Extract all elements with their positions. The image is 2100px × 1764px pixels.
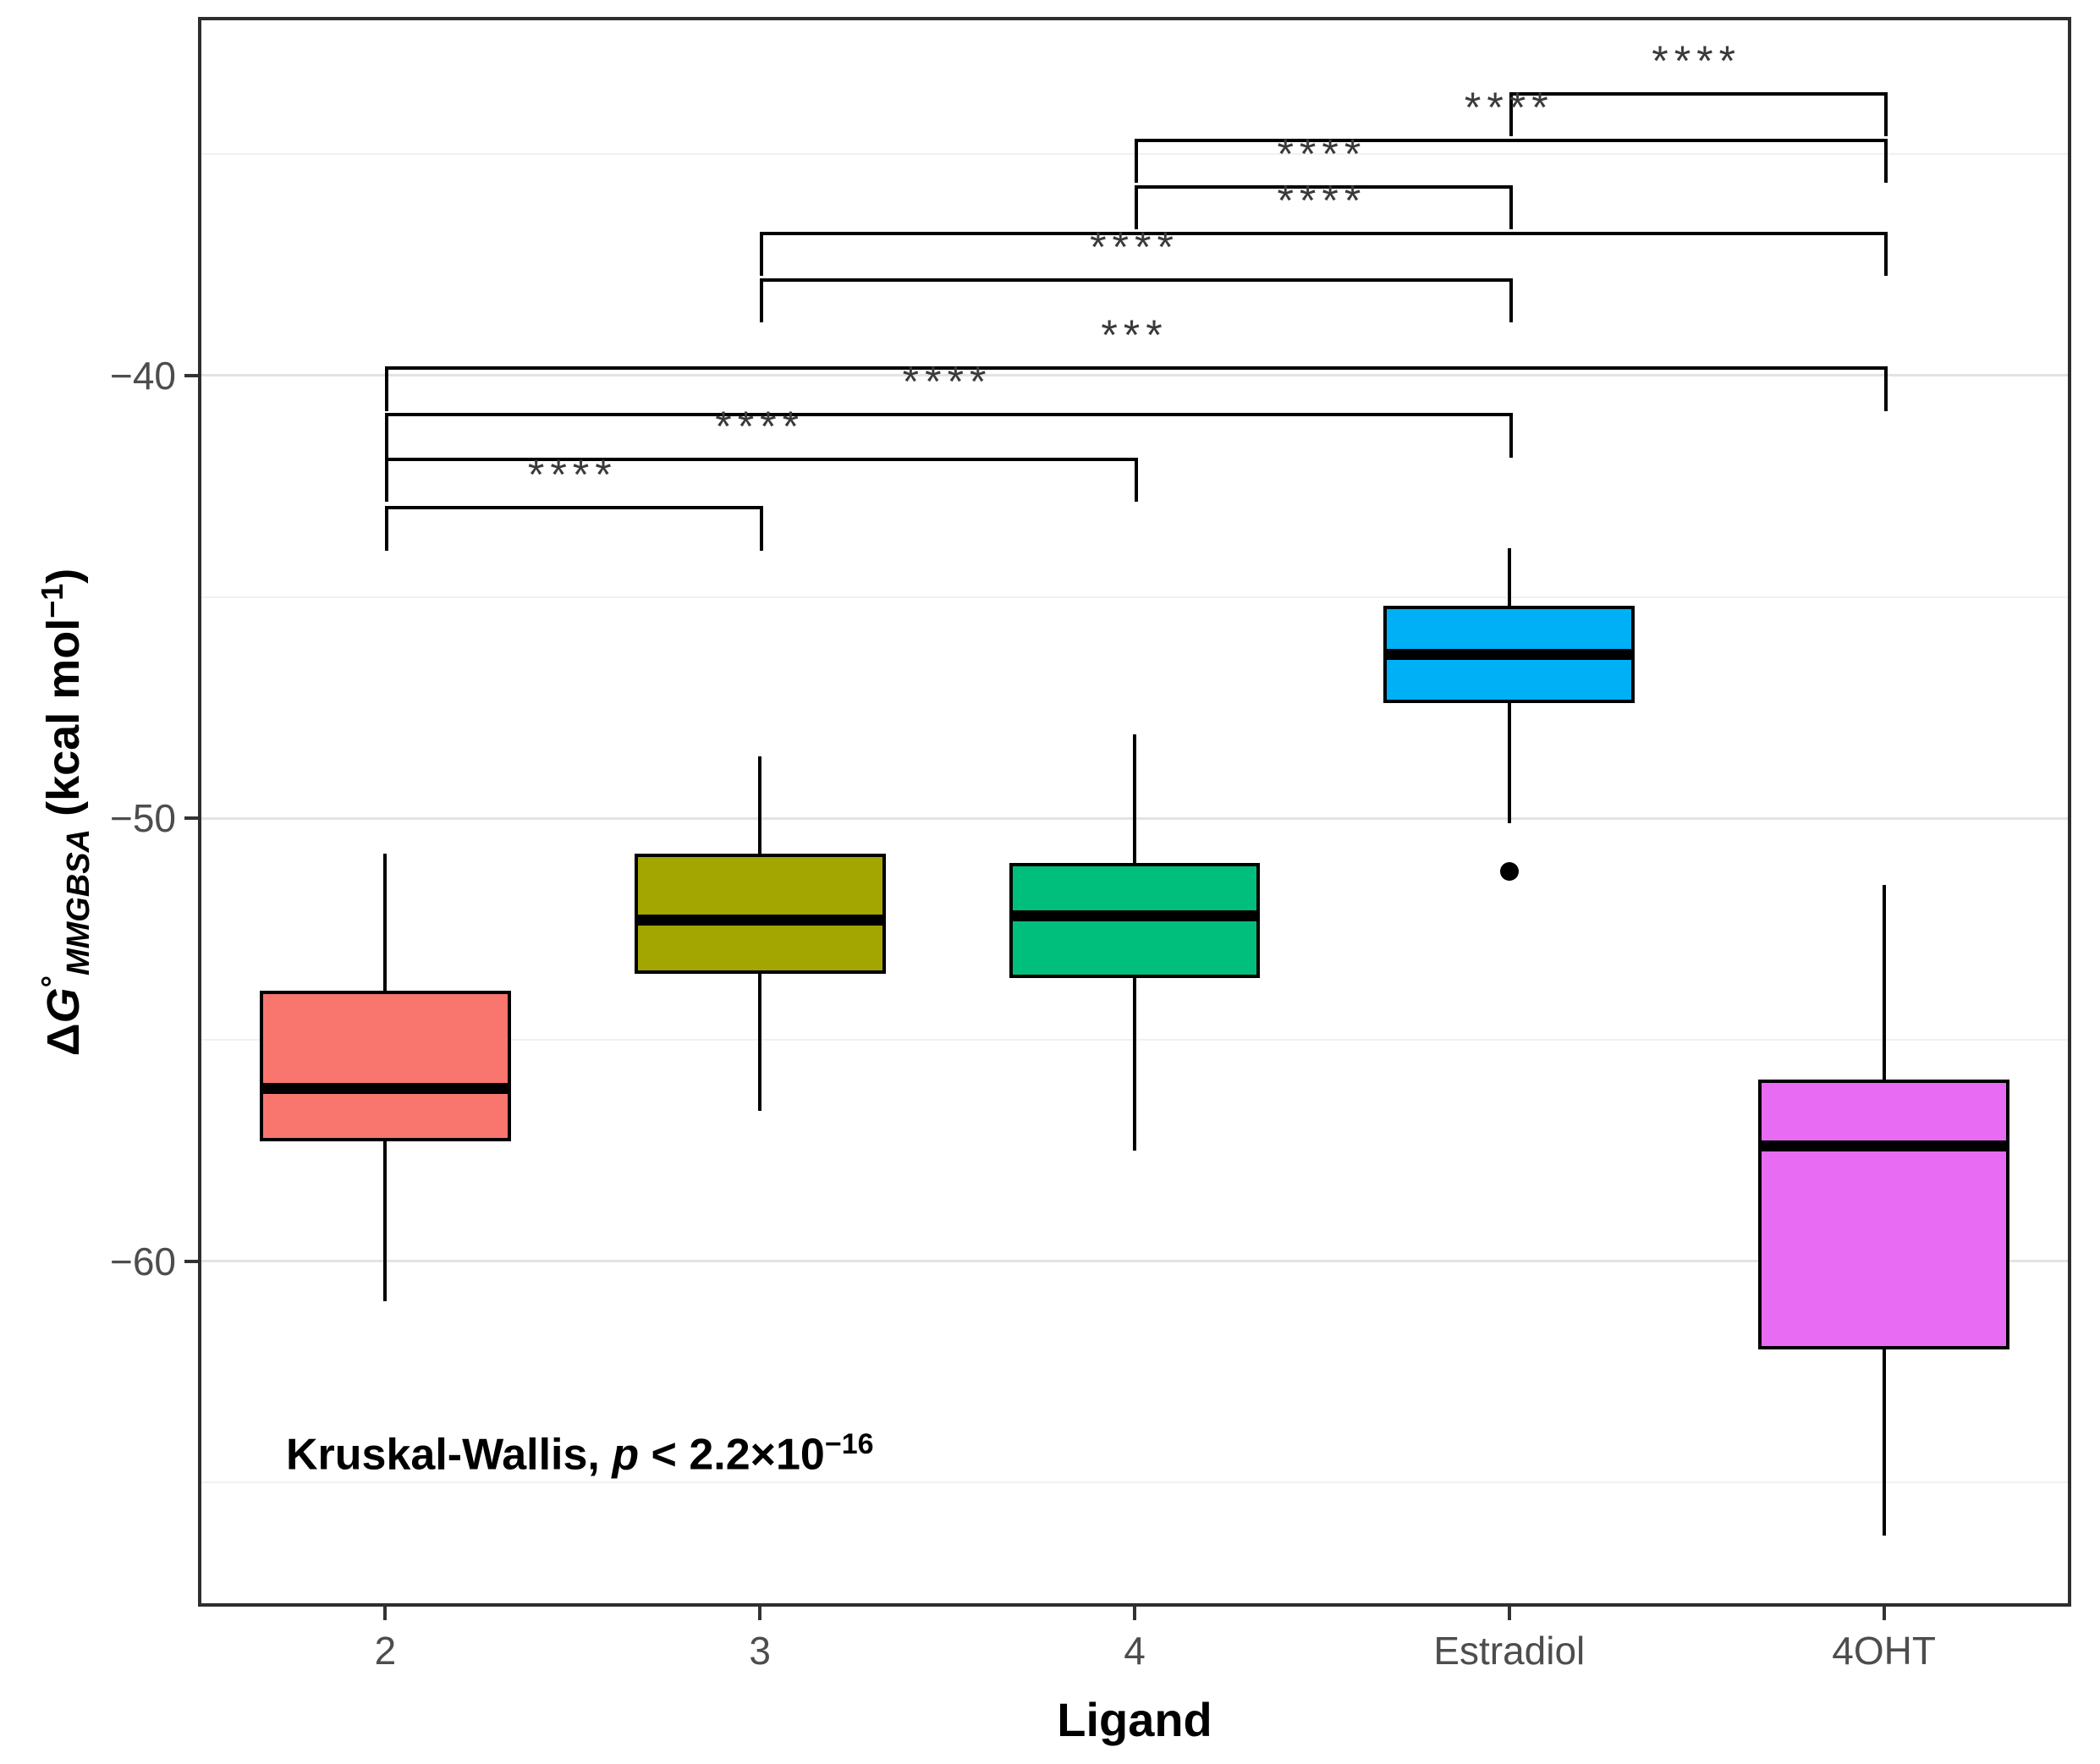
- y-axis-title-unit-close: ): [38, 568, 90, 584]
- sig-bracket-tip-right: [1509, 413, 1513, 458]
- sig-bracket-tip-left: [760, 278, 764, 323]
- sig-bracket-tip-right: [1883, 231, 1888, 277]
- kruskal-wallis-annotation: Kruskal-Wallis, p < 2.2×10−16: [286, 1428, 874, 1480]
- y-tick-label: −50: [109, 796, 176, 841]
- x-tick-label-4OHT: 4OHT: [1832, 1629, 1936, 1673]
- sig-bracket-tip-left: [385, 366, 389, 411]
- gridline-minor: [198, 1481, 2071, 1484]
- sig-bracket-tip-left: [1135, 138, 1138, 184]
- x-axis-title: Ligand: [1057, 1693, 1212, 1746]
- sig-bracket-line: [385, 413, 1513, 417]
- sig-bracket-tip-right: [1509, 184, 1513, 230]
- x-tick-label-2: 2: [374, 1629, 397, 1673]
- sig-label: ****: [1090, 223, 1179, 271]
- sig-label: ****: [715, 402, 805, 450]
- box-4OHT: [1758, 1080, 2009, 1350]
- y-axis-title-unit-exp: −1: [35, 583, 70, 618]
- median-Estradiol: [1387, 649, 1632, 661]
- kruskal-p: p: [612, 1430, 640, 1480]
- sig-bracket-line: [1135, 184, 1513, 189]
- sig-bracket-tip-right: [1883, 366, 1888, 411]
- sig-bracket-tip-left: [1509, 91, 1513, 137]
- sig-bracket-tip-left: [760, 231, 764, 277]
- sig-label: ****: [1277, 129, 1367, 178]
- kruskal-times-ten: ×10: [750, 1430, 825, 1480]
- gridline-major: [198, 374, 2071, 377]
- x-tick: [758, 1607, 762, 1620]
- sig-bracket-tip-right: [1135, 457, 1138, 503]
- sig-label: ****: [902, 358, 992, 406]
- sig-label: ****: [1652, 36, 1742, 85]
- median-4: [1012, 909, 1257, 921]
- sig-bracket-line: [760, 278, 1513, 282]
- sig-bracket-line: [760, 231, 1888, 235]
- sig-bracket-tip-right: [760, 506, 764, 551]
- sig-bracket-tip-right: [1883, 138, 1888, 184]
- sig-bracket-line: [385, 506, 764, 510]
- sig-bracket-line: [385, 366, 1888, 371]
- sig-bracket-tip-right: [1883, 91, 1888, 137]
- sig-label: ***: [1101, 311, 1168, 360]
- y-tick: [184, 816, 198, 821]
- kruskal-exponent: −16: [824, 1428, 874, 1460]
- x-tick: [1882, 1607, 1886, 1620]
- x-tick-label-Estradiol: Estradiol: [1433, 1629, 1586, 1673]
- x-tick: [1507, 1607, 1511, 1620]
- x-tick-label-4: 4: [1124, 1629, 1146, 1673]
- y-axis-title-delta: Δ: [38, 1023, 90, 1057]
- kruskal-text: Kruskal-Wallis,: [286, 1430, 613, 1480]
- outlier-Estradiol: [1499, 862, 1519, 882]
- sig-bracket-line: [385, 457, 1138, 461]
- y-tick: [184, 373, 198, 377]
- gridline-major: [198, 1260, 2071, 1263]
- plot-panel: ***********************************: [198, 17, 2071, 1607]
- sig-bracket-line: [1509, 91, 1888, 96]
- sig-bracket-tip-left: [1135, 184, 1138, 230]
- x-tick: [383, 1607, 388, 1620]
- median-3: [637, 915, 882, 926]
- sig-bracket-line: [1135, 138, 1888, 142]
- sig-label: ****: [1464, 83, 1554, 131]
- kruskal-value: < 2.2: [639, 1430, 750, 1480]
- y-axis-title-g: G: [38, 987, 90, 1024]
- sig-bracket-tip-left: [385, 457, 389, 503]
- x-tick-label-3: 3: [749, 1629, 771, 1673]
- y-tick: [184, 1259, 198, 1263]
- y-axis-title-subscript: MMGBSA: [60, 828, 96, 975]
- median-4OHT: [1762, 1140, 2006, 1152]
- sig-bracket-tip-right: [1509, 278, 1513, 323]
- x-tick: [1133, 1607, 1136, 1620]
- box-3: [634, 854, 886, 974]
- gridline-minor: [198, 596, 2071, 598]
- sig-label: ****: [527, 451, 618, 499]
- sig-bracket-tip-left: [385, 506, 389, 551]
- y-tick-label: −60: [109, 1239, 176, 1283]
- sig-label: ****: [1277, 176, 1367, 224]
- box-2: [260, 991, 511, 1142]
- median-2: [263, 1083, 508, 1095]
- y-tick-label: −40: [109, 353, 176, 398]
- sig-bracket-tip-left: [385, 413, 389, 458]
- y-axis-title-degree: °: [35, 975, 70, 988]
